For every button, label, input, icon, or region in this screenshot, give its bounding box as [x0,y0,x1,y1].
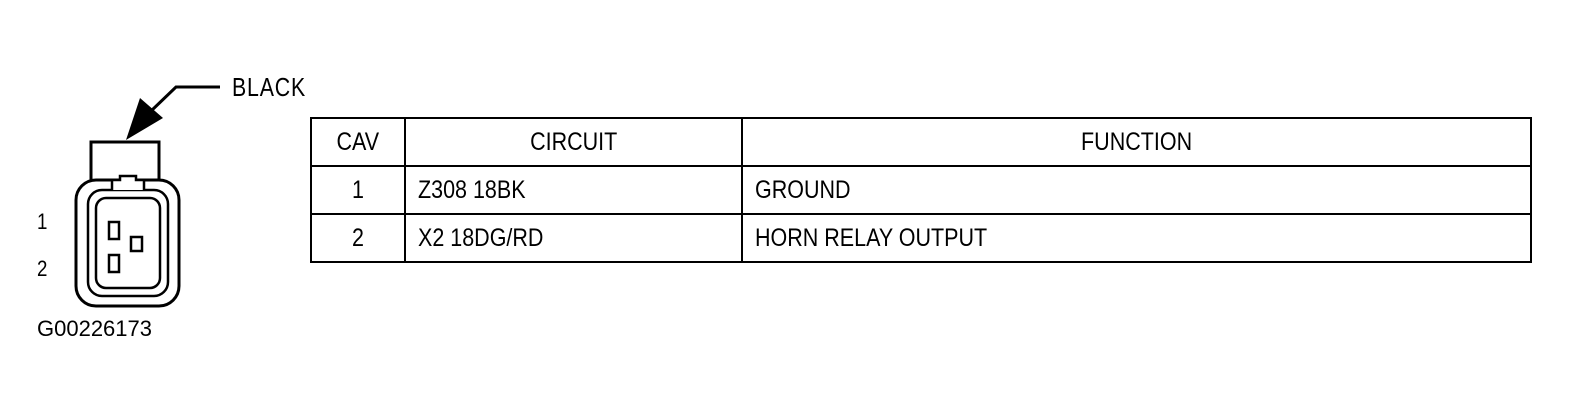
header-cav: CAV [310,117,406,167]
cell-cav: 1 [310,165,406,215]
pin-label-2: 2 [37,256,48,281]
cavity-table: CAV CIRCUIT FUNCTION 1 Z308 18BK GROUND … [310,117,1532,263]
connector-lock-tab [110,174,146,190]
cavity-center [129,235,144,253]
table-header-row: CAV CIRCUIT FUNCTION [310,117,1532,167]
table-row: 1 Z308 18BK GROUND [310,165,1532,215]
cell-circuit: Z308 18BK [404,165,743,215]
table-row: 2 X2 18DG/RD HORN RELAY OUTPUT [310,213,1532,263]
figure-id: G00226173 [37,316,152,341]
cavity-2 [107,253,121,274]
header-function: FUNCTION [741,117,1532,167]
pin-label-1: 1 [37,209,48,234]
leader-line [148,85,220,114]
connector-drawing [74,85,220,308]
cell-cav: 2 [310,213,406,263]
connector-color-label: BLACK [232,72,307,102]
cell-function: GROUND [741,165,1532,215]
leader-arrowhead [126,98,163,140]
header-circuit: CIRCUIT [404,117,743,167]
cell-function: HORN RELAY OUTPUT [741,213,1532,263]
cell-circuit: X2 18DG/RD [404,213,743,263]
cavity-1 [107,220,121,241]
connector-face [94,196,162,290]
